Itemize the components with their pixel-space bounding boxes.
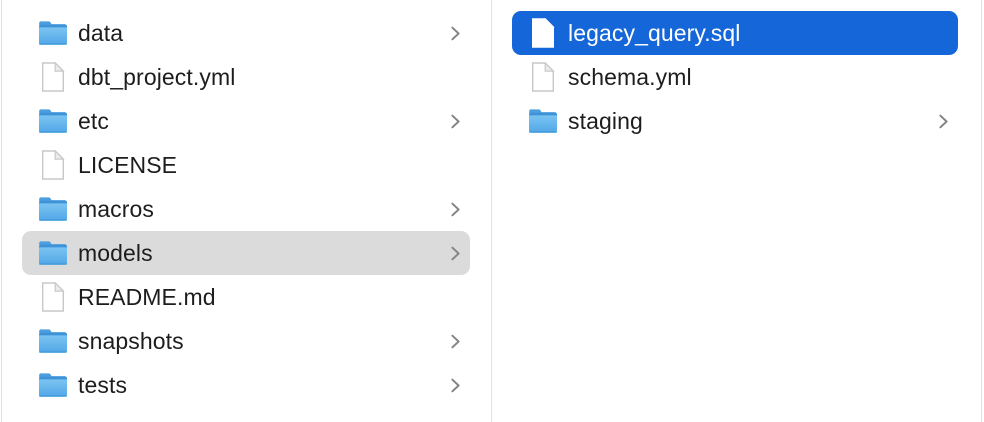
- item-label: data: [78, 19, 124, 46]
- document-icon: [38, 149, 68, 181]
- chevron-right-icon: [450, 113, 461, 130]
- item-label: etc: [78, 107, 109, 134]
- list-item-legacy-query-sql[interactable]: legacy_query.sql: [512, 11, 958, 55]
- list-item-schema-yml[interactable]: schema.yml: [512, 55, 958, 99]
- item-label: snapshots: [78, 327, 184, 354]
- finder-column-2: legacy_query.sql schema.yml staging: [492, 11, 981, 143]
- item-label: macros: [78, 195, 155, 222]
- column-divider[interactable]: [1, 0, 2, 422]
- chevron-right-icon: [450, 201, 461, 218]
- list-item-snapshots[interactable]: snapshots: [22, 319, 470, 363]
- list-item-dbt-project-yml[interactable]: dbt_project.yml: [22, 55, 470, 99]
- item-label: LICENSE: [78, 151, 178, 178]
- chevron-right-icon: [450, 245, 461, 262]
- list-item-etc[interactable]: etc: [22, 99, 470, 143]
- list-item-staging[interactable]: staging: [512, 99, 958, 143]
- list-item-tests[interactable]: tests: [22, 363, 470, 407]
- list-item-readme-md[interactable]: README.md: [22, 275, 470, 319]
- list-item-license[interactable]: LICENSE: [22, 143, 470, 187]
- folder-icon: [528, 105, 558, 137]
- document-icon: [528, 17, 558, 49]
- item-label: tests: [78, 371, 128, 398]
- finder-column-1: data dbt_project.yml etc: [2, 11, 491, 407]
- item-label: dbt_project.yml: [78, 63, 236, 90]
- item-label: staging: [568, 107, 643, 134]
- folder-icon: [38, 237, 68, 269]
- list-item-data[interactable]: data: [22, 11, 470, 55]
- folder-icon: [38, 193, 68, 225]
- folder-icon: [38, 325, 68, 357]
- list-item-models[interactable]: models: [22, 231, 470, 275]
- item-label: README.md: [78, 283, 216, 310]
- column-divider[interactable]: [491, 0, 492, 422]
- chevron-right-icon: [450, 25, 461, 42]
- document-icon: [38, 281, 68, 313]
- folder-icon: [38, 105, 68, 137]
- chevron-right-icon: [450, 377, 461, 394]
- item-label: legacy_query.sql: [568, 19, 741, 46]
- document-icon: [38, 61, 68, 93]
- document-icon: [528, 61, 558, 93]
- folder-icon: [38, 369, 68, 401]
- list-item-macros[interactable]: macros: [22, 187, 470, 231]
- item-label: schema.yml: [568, 63, 692, 90]
- column-divider[interactable]: [981, 0, 982, 422]
- chevron-right-icon: [450, 333, 461, 350]
- folder-icon: [38, 17, 68, 49]
- chevron-right-icon: [938, 113, 949, 130]
- item-label: models: [78, 239, 153, 266]
